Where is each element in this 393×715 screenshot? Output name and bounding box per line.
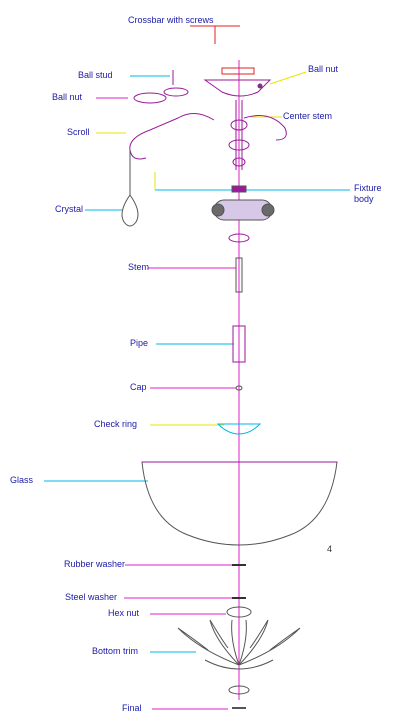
final-nut	[228, 685, 250, 695]
label-fixture-body-2: body	[354, 194, 374, 204]
fixture-body-cap-left	[211, 203, 225, 217]
stem-shape	[235, 257, 243, 293]
stem-knuckle-1	[230, 119, 248, 131]
scroll-shape	[129, 113, 215, 160]
label-bottom-trim: Bottom trim	[92, 646, 139, 656]
label-final: Final	[122, 703, 142, 713]
leader-ball-nut-top	[269, 71, 307, 85]
trim-leaf-4	[238, 619, 247, 666]
trim-leaf-1	[177, 627, 240, 666]
label-ball-nut-top: Ball nut	[308, 64, 339, 74]
stem-knuckle-3	[232, 157, 246, 167]
fixture-body-nut	[228, 233, 250, 243]
ball-nut-right-shape	[163, 87, 189, 97]
label-pipe: Pipe	[130, 338, 149, 348]
final-shape	[228, 685, 250, 709]
right-arm	[243, 115, 287, 141]
trim-leaf-6	[238, 627, 301, 666]
label-cap: Cap	[130, 382, 147, 392]
crystal-drop	[121, 150, 139, 227]
label-fixture-body-1: Fixture	[354, 183, 382, 193]
label-crossbar: Crossbar with screws	[128, 15, 214, 25]
label-rubber-washer: Rubber washer	[64, 559, 126, 569]
fixture-body-top	[231, 185, 247, 193]
fixture-body	[211, 185, 275, 243]
label-scroll: Scroll	[67, 127, 90, 137]
bottom-hardware	[226, 564, 252, 618]
label-center-stem: Center stem	[283, 111, 333, 121]
label-crystal: Crystal	[55, 204, 84, 214]
bottom-trim-shape	[177, 619, 301, 670]
check-ring-shape	[216, 423, 262, 435]
hex-nut-shape	[226, 606, 252, 618]
trim-leaf-5	[238, 619, 269, 666]
label-hex-nut: Hex nut	[108, 608, 140, 618]
cap-shape	[235, 385, 243, 391]
trim-leaf-2	[209, 619, 240, 666]
stem-pipe	[216, 257, 262, 435]
ball-nut-left-shape	[133, 92, 167, 104]
center-stem-assembly	[129, 70, 287, 170]
canopy	[203, 67, 272, 97]
crossbar-shape	[221, 67, 255, 75]
canopy-shape	[203, 79, 272, 97]
trim-leaf-3	[231, 619, 240, 666]
label-check-ring: Check ring	[94, 419, 138, 429]
label-ball-nut-left: Ball nut	[52, 92, 83, 102]
label-ball-stud: Ball stud	[78, 70, 113, 80]
ball-nut-top-shape	[257, 83, 263, 89]
crystal-shape	[121, 194, 139, 227]
label-steel-washer: Steel washer	[65, 592, 118, 602]
label-mark: 4	[327, 544, 333, 554]
leader-lines	[44, 25, 350, 710]
glass-bowl	[141, 461, 338, 546]
label-glass: Glass	[10, 475, 34, 485]
stem-knuckle-2	[228, 139, 250, 151]
label-stem: Stem	[128, 262, 150, 272]
pipe-shape	[232, 325, 246, 363]
trim-bowl	[204, 659, 274, 670]
fixture-body-cap-right	[261, 203, 275, 217]
